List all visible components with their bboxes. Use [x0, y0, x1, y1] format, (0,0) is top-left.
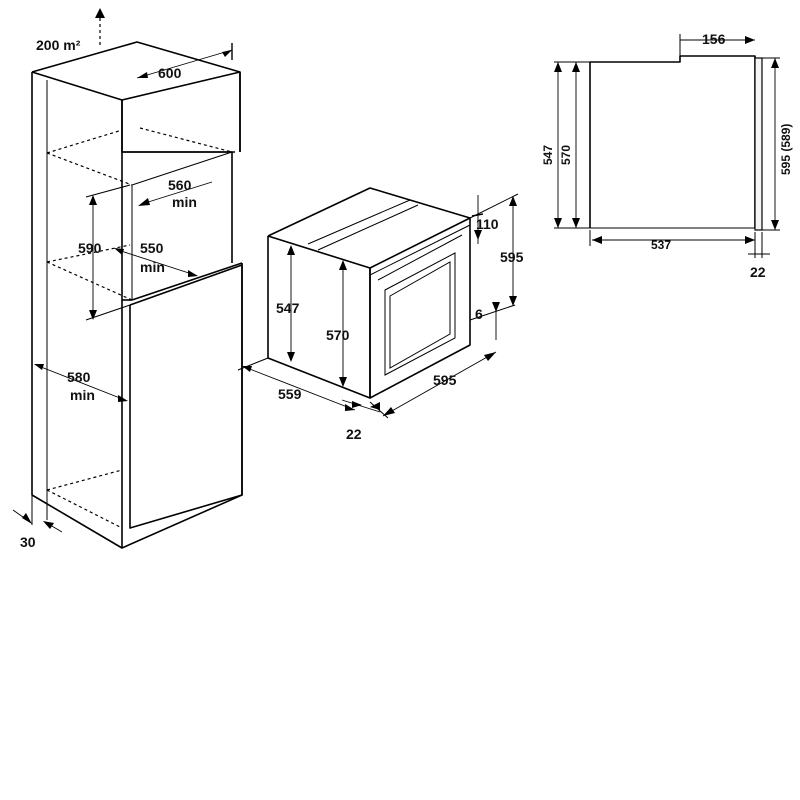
- plinth-label: 30: [20, 534, 36, 550]
- base-height-label: 580: [67, 369, 91, 385]
- side-570-label: 570: [559, 145, 573, 165]
- oven-body-570-label: 570: [326, 327, 350, 343]
- oven-dimensions: 110 595 6 547 570 559 22 595: [237, 193, 524, 442]
- oven-width-label: 595: [433, 372, 457, 388]
- oven-front-label: 22: [346, 426, 362, 442]
- side-547-label: 547: [541, 145, 555, 165]
- side-156-label: 156: [702, 31, 726, 47]
- side-537-label: 537: [651, 238, 671, 252]
- oven-body: [267, 187, 471, 399]
- oven-top-gap-label: 110: [476, 216, 499, 232]
- niche-width-min-label: min: [140, 259, 165, 275]
- oven-side-profile: [589, 55, 763, 231]
- niche-width-label: 550: [140, 240, 164, 256]
- cabinet-width-label: 600: [158, 65, 182, 81]
- oven-bottom-label: 6: [475, 306, 483, 322]
- niche-depth-label: 560: [168, 177, 192, 193]
- oven-total-height-label: 595: [500, 249, 524, 265]
- cabinet-dimensions: 200 m² 600 560 min 590 550 min 580 min 3…: [12, 37, 233, 550]
- base-height-min-label: min: [70, 387, 95, 403]
- side-595-label: 595 (589): [779, 124, 793, 175]
- tall-cabinet: [31, 8, 243, 549]
- niche-depth-min-label: min: [172, 194, 197, 210]
- side-22-label: 22: [750, 264, 766, 280]
- vent-arrow-icon: [95, 8, 105, 45]
- oven-body-547-label: 547: [276, 300, 300, 316]
- oven-depth-label: 559: [278, 386, 302, 402]
- niche-height-label: 590: [78, 240, 102, 256]
- side-profile-dimensions: 156 547 570 595 (589) 537 22: [541, 31, 793, 280]
- vent-area-label: 200 m²: [36, 37, 81, 53]
